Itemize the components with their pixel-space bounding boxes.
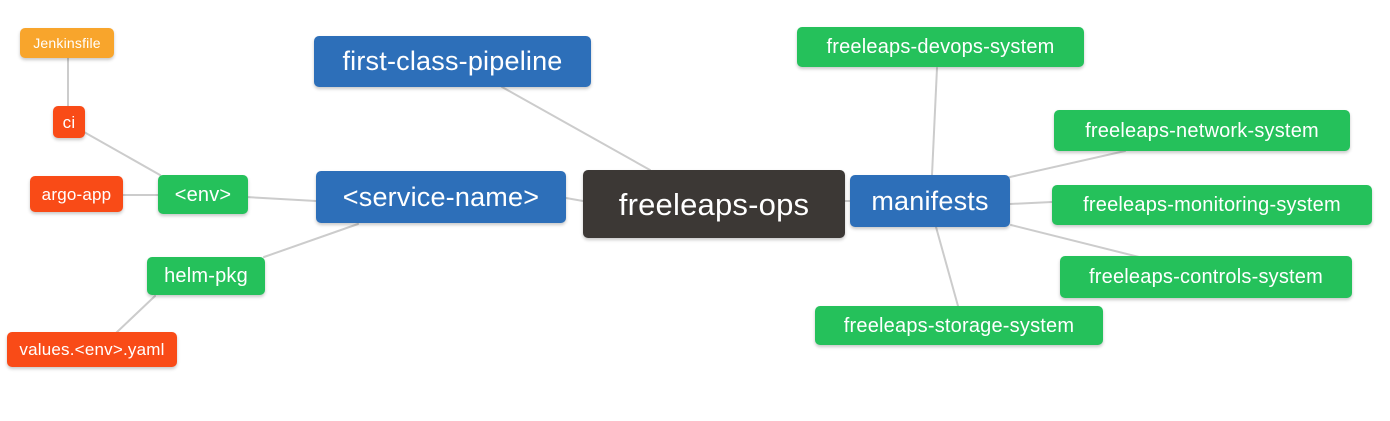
- edge-manifests-to-devops-system: [931, 67, 938, 176]
- edge-manifests-to-controls-system: [1010, 224, 1140, 258]
- edge-helm-pkg-to-values-env-yaml: [115, 295, 156, 334]
- node-helm-pkg[interactable]: helm-pkg: [147, 257, 265, 295]
- edge-env-to-service-name: [245, 196, 317, 202]
- node-env[interactable]: <env>: [158, 175, 248, 214]
- node-jenkinsfile[interactable]: Jenkinsfile: [20, 28, 114, 58]
- edge-service-name-to-helm-pkg: [263, 223, 359, 258]
- node-storage-system[interactable]: freeleaps-storage-system: [815, 306, 1103, 345]
- edge-first-class-pipeline-to-freeleaps-ops: [501, 86, 651, 171]
- node-values-env-yaml[interactable]: values.<env>.yaml: [7, 332, 177, 367]
- node-manifests[interactable]: manifests: [850, 175, 1010, 227]
- node-freeleaps-ops[interactable]: freeleaps-ops: [583, 170, 845, 238]
- node-first-class-pipeline[interactable]: first-class-pipeline: [314, 36, 591, 87]
- edge-manifests-to-network-system: [1009, 150, 1126, 178]
- edge-manifests-to-storage-system: [935, 226, 959, 307]
- node-ci[interactable]: ci: [53, 106, 85, 138]
- edge-ci-to-env: [83, 131, 161, 176]
- node-network-system[interactable]: freeleaps-network-system: [1054, 110, 1350, 151]
- node-argo-app[interactable]: argo-app: [30, 176, 123, 212]
- node-monitoring-system[interactable]: freeleaps-monitoring-system: [1052, 185, 1372, 225]
- node-devops-system[interactable]: freeleaps-devops-system: [797, 27, 1084, 67]
- edge-service-name-to-freeleaps-ops: [565, 197, 584, 202]
- edge-manifests-to-monitoring-system: [1009, 201, 1053, 205]
- node-controls-system[interactable]: freeleaps-controls-system: [1060, 256, 1352, 298]
- node-service-name[interactable]: <service-name>: [316, 171, 566, 223]
